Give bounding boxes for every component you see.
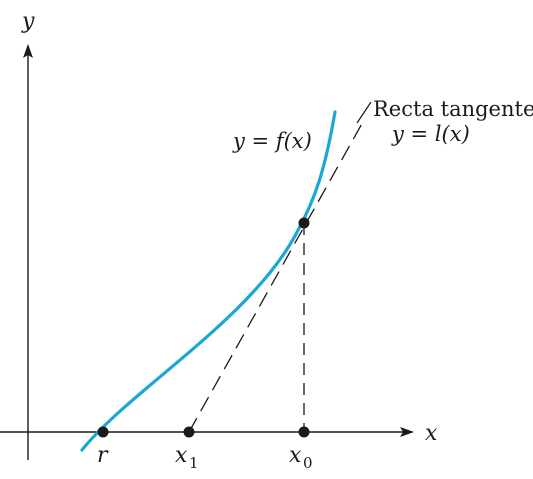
x1-point [183, 426, 195, 438]
y-axis-label: y [21, 9, 35, 34]
tangent-label-line1: Recta tangente [373, 97, 533, 121]
x0-label: x 0 [289, 443, 313, 472]
tangency-point [298, 217, 310, 229]
curve-label: y = f(x) [232, 129, 312, 153]
tangent-label-leader [356, 101, 372, 124]
x-axis-label: x [425, 421, 438, 446]
function-curve [80, 110, 337, 452]
root-point [97, 426, 109, 438]
x1-label: x 1 [175, 443, 199, 472]
x0-point [298, 426, 310, 438]
tangent-label-line2: y = l(x) [391, 122, 470, 146]
x1-label-sub: 1 [189, 454, 199, 472]
x0-label-sub: 0 [303, 454, 313, 472]
x0-label-base: x [289, 443, 302, 468]
tangent-line [188, 119, 365, 433]
root-label: r [97, 443, 109, 468]
x1-label-base: x [175, 443, 188, 468]
